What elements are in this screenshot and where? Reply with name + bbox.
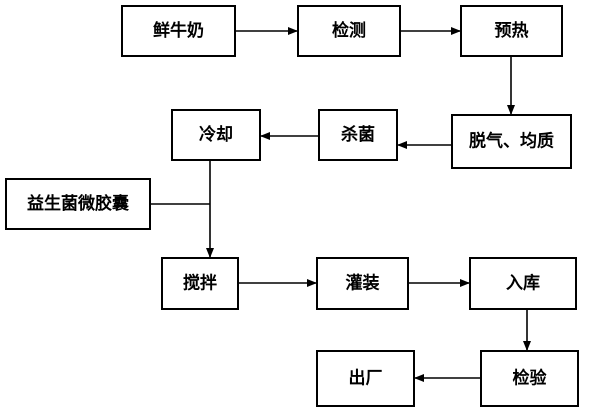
node-inspection-label: 检测 (332, 20, 366, 41)
node-probiotic-capsules-label: 益生菌微胶囊 (27, 193, 129, 214)
node-sterilize-label: 杀菌 (341, 124, 375, 145)
node-stir-label: 搅拌 (183, 273, 217, 294)
node-final-inspection: 检验 (480, 350, 579, 407)
node-preheat: 预热 (460, 5, 563, 57)
node-inspection: 检测 (297, 5, 401, 57)
node-dispatch: 出厂 (316, 350, 415, 407)
node-cool: 冷却 (171, 109, 261, 161)
node-dispatch-label: 出厂 (349, 368, 383, 389)
node-sterilize: 杀菌 (318, 109, 398, 161)
node-cool-label: 冷却 (199, 124, 233, 145)
node-warehouse: 入库 (469, 257, 577, 310)
node-degas-homogenize: 脱气、均质 (451, 114, 572, 169)
node-fill: 灌装 (316, 257, 409, 310)
node-fill-label: 灌装 (346, 273, 380, 294)
node-preheat-label: 预热 (495, 20, 529, 41)
node-final-inspection-label: 检验 (513, 368, 548, 389)
node-degas-homogenize-label: 脱气、均质 (469, 131, 554, 152)
node-warehouse-label: 入库 (506, 273, 540, 294)
node-stir: 搅拌 (161, 257, 239, 310)
node-fresh-milk: 鲜牛奶 (121, 5, 236, 57)
node-fresh-milk-label: 鲜牛奶 (153, 20, 204, 41)
node-probiotic-capsules: 益生菌微胶囊 (5, 178, 151, 230)
